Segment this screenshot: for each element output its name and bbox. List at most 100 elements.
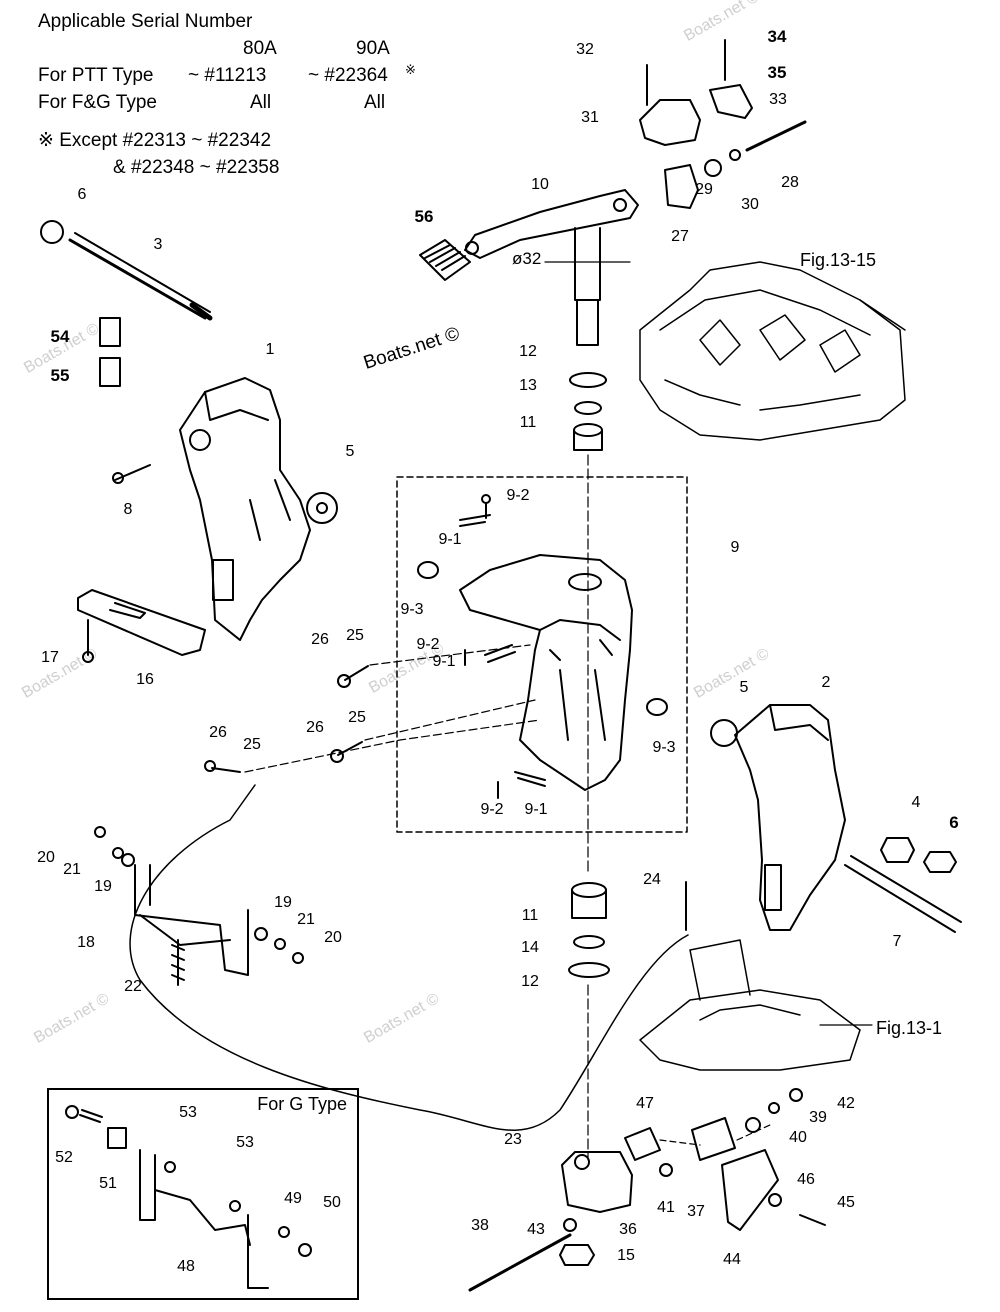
- bolt-head: [292, 952, 304, 964]
- exception-line-2: & #22348 ~ #22358: [113, 157, 280, 178]
- part-number-label: 34: [767, 27, 787, 46]
- part-number-label: 12: [521, 973, 539, 990]
- pin: [487, 651, 516, 663]
- nut: [880, 837, 915, 863]
- decal: [99, 317, 121, 347]
- tilt-tube: [844, 855, 962, 933]
- part-number-label: 16: [136, 671, 154, 688]
- part-number-label: 8: [123, 501, 133, 518]
- col-80a-label: 80A: [243, 38, 277, 59]
- pin: [517, 777, 546, 787]
- part-number-label: 35: [767, 63, 787, 82]
- bushing: [121, 853, 135, 867]
- fig-13-1-ref: Fig.13-1: [876, 1018, 943, 1038]
- grease-nipple-cap: [330, 749, 344, 763]
- washer: [704, 159, 722, 177]
- part-number-label: 39: [809, 1109, 827, 1126]
- diameter-label: ø32: [512, 249, 542, 268]
- fg-90a-value: All: [364, 92, 386, 113]
- part-number-label: 53: [179, 1104, 197, 1121]
- part-number-label: 9-2: [506, 487, 530, 504]
- part-number-label: 9-3: [400, 601, 424, 618]
- part-number-label: 13: [519, 377, 537, 394]
- part-number-label: 25: [348, 709, 366, 726]
- tilt-lock-lever: [134, 864, 249, 976]
- g-type-box-title: For G Type: [257, 1094, 347, 1114]
- bushing: [646, 698, 668, 716]
- bushing: [573, 429, 603, 451]
- part-number-label: 1: [265, 341, 275, 358]
- part-number-label: 32: [576, 41, 594, 58]
- part-number-label: 18: [77, 934, 95, 951]
- part-number-label: 31: [581, 109, 599, 126]
- bushing: [573, 423, 603, 437]
- part-number-label: 11: [521, 907, 539, 924]
- part-number-label: 46: [797, 1171, 815, 1188]
- washer: [568, 962, 610, 978]
- part-number-label: 26: [311, 631, 329, 648]
- lower-unit-outline: [639, 939, 861, 1071]
- bushing: [417, 561, 439, 579]
- part-number-label: 51: [99, 1175, 117, 1192]
- stopper-bracket: [639, 84, 753, 209]
- grease-nipple-cap: [204, 760, 216, 772]
- clamp-bracket-left: [179, 377, 311, 641]
- part-number-label: 10: [531, 176, 549, 193]
- part-number-label: 36: [619, 1221, 637, 1238]
- engine-base-outline: [639, 261, 906, 441]
- part-number-label: 42: [837, 1095, 855, 1112]
- part-number-label: 53: [236, 1134, 254, 1151]
- o-ring: [574, 401, 602, 415]
- bushing: [254, 927, 268, 941]
- part-number-label: 48: [177, 1258, 195, 1275]
- bolt: [82, 651, 94, 663]
- part-number-label: 49: [284, 1190, 302, 1207]
- part-number-label: 5: [345, 443, 355, 460]
- stud-bolt: [745, 120, 807, 152]
- swivel-bracket: [459, 554, 633, 791]
- pin: [484, 644, 513, 656]
- grease-nipple: [211, 767, 241, 773]
- part-number-label: 27: [671, 228, 689, 245]
- grease-nipple-cap: [337, 674, 351, 688]
- clamp-bracket-right: [734, 704, 846, 931]
- exception-note: ※ Except #22313 ~ #22342 & #22348 ~ #223…: [38, 127, 279, 181]
- col-90a-label: 90A: [356, 38, 390, 59]
- thru-tube-bolt: [40, 220, 213, 321]
- part-number-label: 33: [769, 91, 787, 108]
- bolt-head: [94, 826, 106, 838]
- part-number-label: 29: [695, 181, 713, 198]
- spring: [171, 939, 185, 986]
- part-number-label: 14: [521, 939, 539, 956]
- part-number-label: 4: [911, 794, 921, 811]
- bushing: [571, 882, 607, 898]
- part-number-label: 40: [789, 1129, 807, 1146]
- part-number-label: 3: [153, 236, 163, 253]
- part-number-label: 9-2: [480, 801, 504, 818]
- decal: [99, 357, 121, 387]
- part-number-label: 30: [741, 196, 759, 213]
- bracket-assembly-boundary: [396, 476, 688, 833]
- part-number-label: 37: [687, 1203, 705, 1220]
- washer: [316, 502, 328, 514]
- part-number-label: 9-2: [416, 636, 440, 653]
- fg-type-label: For F&G Type: [38, 92, 157, 113]
- part-number-label: 6: [949, 813, 959, 832]
- part-number-label: 25: [346, 627, 364, 644]
- washer: [569, 372, 607, 388]
- part-number-label: 20: [37, 849, 55, 866]
- part-number-label: 28: [781, 174, 799, 191]
- part-number-label: 54: [50, 327, 70, 346]
- part-number-label: 11: [519, 414, 537, 431]
- part-number-label: 23: [504, 1131, 522, 1148]
- part-number-label: 5: [739, 679, 749, 696]
- part-number-label: 56: [414, 207, 434, 226]
- washer: [710, 719, 738, 747]
- tilt-lever-assembly: [468, 1088, 826, 1292]
- g-type-parts: [65, 1105, 312, 1289]
- ptt-90a-value: ~ #22364: [308, 65, 388, 86]
- part-number-label: 50: [323, 1194, 341, 1211]
- part-number-label: 19: [94, 878, 112, 895]
- washer: [112, 847, 124, 859]
